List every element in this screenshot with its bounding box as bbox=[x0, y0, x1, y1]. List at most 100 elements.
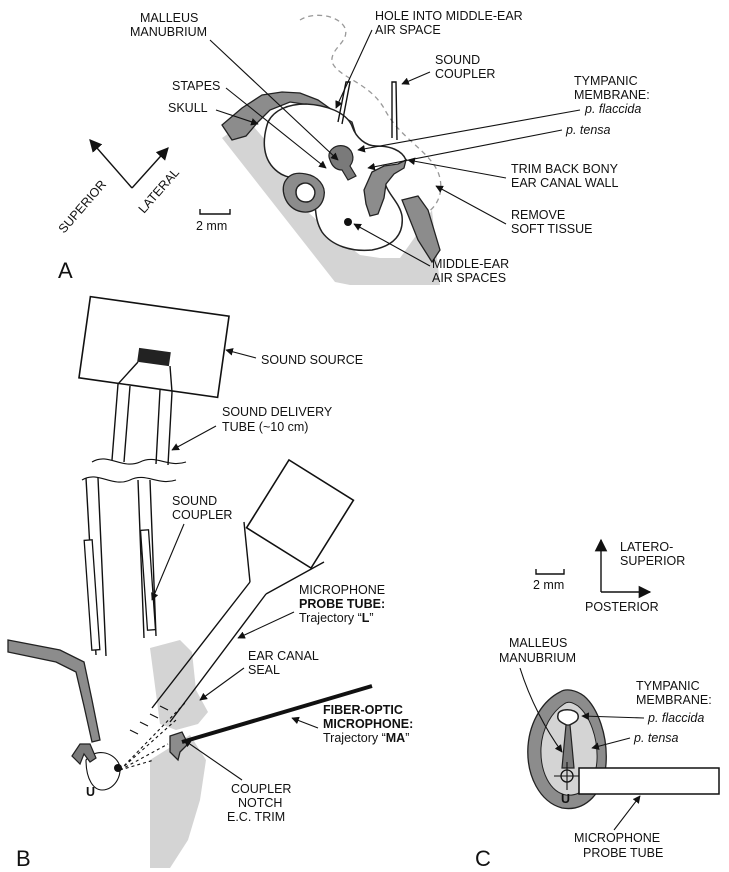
probe-label-c-2: PROBE TUBE bbox=[583, 846, 663, 860]
coupler-leader-b bbox=[151, 523, 185, 601]
probe-tube-c bbox=[578, 767, 720, 795]
middle-ear-point bbox=[344, 218, 352, 226]
notch-label-2: NOTCH bbox=[238, 796, 282, 810]
removed-tissue-outline bbox=[299, 14, 442, 216]
ear-canal-wall bbox=[363, 158, 407, 217]
probe-label-c-1: MICROPHONE bbox=[574, 831, 660, 845]
coupler-sleeve-left bbox=[83, 539, 101, 651]
panel-b: U SOUND SOURCE SOUND DELIVERY TUBE (~10 … bbox=[7, 295, 413, 871]
malleus-leader-c bbox=[519, 667, 563, 753]
trim-label-2: EAR CANAL WALL bbox=[511, 176, 618, 190]
seal-leader bbox=[199, 667, 245, 701]
umbo-label-b: U bbox=[86, 785, 95, 799]
delivery-leader bbox=[171, 425, 217, 451]
sound-source-leader bbox=[225, 348, 257, 359]
sound-coupler-leader bbox=[401, 71, 431, 85]
p-tensa-label-c: p. tensa bbox=[633, 731, 679, 745]
canal-wall-left bbox=[7, 639, 101, 743]
notch-label-1: COUPLER bbox=[231, 782, 291, 796]
stapes-shape bbox=[295, 182, 316, 203]
panel-label-c: C bbox=[475, 846, 491, 871]
scale-label-a: 2 mm bbox=[196, 219, 227, 233]
tm-label-2: MEMBRANE: bbox=[574, 88, 650, 102]
pars-flaccida-shape bbox=[557, 709, 579, 728]
delivery-label-2: TUBE (~10 cm) bbox=[222, 420, 308, 434]
p-flaccida-label-c: p. flaccida bbox=[647, 711, 704, 725]
lateral-label: LATERAL bbox=[136, 166, 182, 216]
tube-break-upper bbox=[91, 458, 187, 465]
fiber-label-1: FIBER-OPTIC bbox=[323, 703, 403, 717]
scale-label-c: 2 mm bbox=[533, 578, 564, 592]
notch-leader bbox=[183, 739, 243, 781]
fiber-label-2: MICROPHONE: bbox=[323, 717, 413, 731]
panel-c: LATERO- SUPERIOR POSTERIOR 2 mm U MALLEU… bbox=[475, 538, 720, 871]
tm-label-c-1: TYMPANIC bbox=[636, 679, 700, 693]
malleus-label-a: MALLEUS bbox=[140, 11, 198, 25]
sound-source-label: SOUND SOURCE bbox=[261, 353, 363, 367]
delivery-tube-upper bbox=[111, 383, 173, 466]
p-flaccida-leader-a bbox=[357, 109, 581, 153]
delivery-label-1: SOUND DELIVERY bbox=[222, 405, 333, 419]
p-tensa-leader-c bbox=[591, 737, 631, 750]
probe-label-3: Trajectory “L” bbox=[299, 611, 374, 625]
probe-box bbox=[245, 458, 355, 570]
malleus-label-c-1: MALLEUS bbox=[509, 636, 567, 650]
superior-label: SUPERIOR bbox=[56, 178, 109, 236]
tm-label-1: TYMPANIC bbox=[574, 74, 638, 88]
remove-label-2: SOFT TISSUE bbox=[511, 222, 593, 236]
sound-source-neck bbox=[117, 361, 173, 393]
skull-leader bbox=[215, 109, 259, 126]
umbo-marker-b bbox=[114, 764, 122, 772]
coupler-label-b-2: COUPLER bbox=[172, 508, 232, 522]
probe-tube-flare bbox=[243, 521, 325, 595]
probe-label-1: MICROPHONE bbox=[299, 583, 385, 597]
ear-canal-soft-tissue bbox=[150, 735, 206, 868]
manubrium-label-a: MANUBRIUM bbox=[130, 25, 207, 39]
trim-leader bbox=[407, 157, 507, 179]
seal-label-1: EAR CANAL bbox=[248, 649, 319, 663]
fiber-label-3: Trajectory “MA” bbox=[323, 731, 409, 745]
ossicle-b bbox=[71, 743, 97, 766]
canal-wall-right bbox=[169, 731, 189, 762]
tm-fan-lines bbox=[119, 701, 187, 771]
coupler-label-b-1: SOUND bbox=[172, 494, 217, 508]
malleus-leader-a bbox=[209, 39, 339, 161]
air-spaces-leader bbox=[353, 223, 431, 267]
lower-bone bbox=[401, 195, 441, 264]
tube-break-lower bbox=[81, 476, 177, 483]
sound-coupler-right bbox=[391, 81, 398, 141]
lateral-arrow bbox=[131, 147, 169, 189]
air-spaces-label-1: MIDDLE-EAR bbox=[432, 257, 509, 271]
sound-source-box bbox=[78, 295, 230, 399]
p-tensa-leader-a bbox=[367, 129, 563, 171]
probe-leader-c bbox=[613, 795, 641, 831]
probe-label-2: PROBE TUBE: bbox=[299, 597, 385, 611]
remove-leader bbox=[435, 185, 507, 225]
panel-label-a: A bbox=[58, 258, 73, 283]
fiber-optic-line bbox=[181, 684, 373, 744]
latero-label-2: SUPERIOR bbox=[620, 554, 685, 568]
tm-marks bbox=[129, 705, 169, 735]
sound-source-driver bbox=[137, 347, 171, 367]
hole-leader bbox=[335, 29, 373, 109]
sound-coupler-label-1: SOUND bbox=[435, 53, 480, 67]
middle-ear-b bbox=[85, 752, 121, 791]
p-flaccida-leader-c bbox=[581, 712, 645, 721]
malleus-label-c-2: MANUBRIUM bbox=[499, 651, 576, 665]
trim-label-1: TRIM BACK BONY bbox=[511, 162, 619, 176]
umbo-crosshair-c bbox=[554, 762, 580, 790]
scale-bar-c bbox=[535, 569, 565, 575]
fiber-leader bbox=[291, 716, 319, 729]
panel-label-b: B bbox=[16, 846, 31, 871]
stapes-leader bbox=[225, 87, 327, 169]
tm-label-c-2: MEMBRANE: bbox=[636, 693, 712, 707]
posterior-label: POSTERIOR bbox=[585, 600, 659, 614]
p-tensa-label-a: p. tensa bbox=[565, 123, 611, 137]
panel-a: SUPERIOR LATERAL 2 mm MALLEUS MANUBRIUM … bbox=[56, 9, 650, 285]
seal-label-2: SEAL bbox=[248, 663, 280, 677]
sound-coupler-label-2: COUPLER bbox=[435, 67, 495, 81]
notch-label-3: E.C. TRIM bbox=[227, 810, 285, 824]
coupler-sleeve-right bbox=[139, 529, 157, 631]
hole-label-1: HOLE INTO MIDDLE-EAR bbox=[375, 9, 523, 23]
